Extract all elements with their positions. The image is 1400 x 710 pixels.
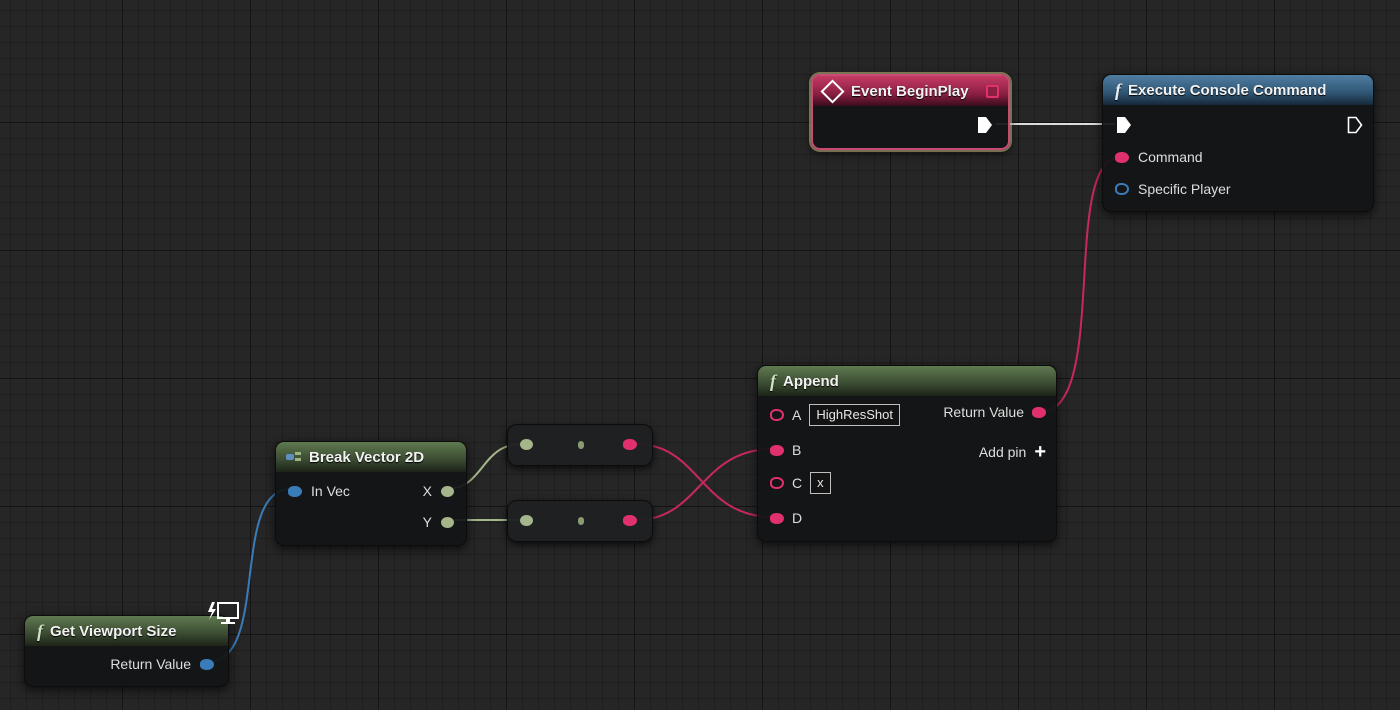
return-value-label: Return Value xyxy=(943,404,1024,420)
function-icon: f xyxy=(37,620,43,641)
d-pin[interactable] xyxy=(770,512,784,524)
return-value-pin[interactable] xyxy=(1032,406,1046,418)
c-pin[interactable] xyxy=(770,477,784,489)
in-vec-pin-row[interactable]: In Vec xyxy=(288,483,350,499)
get-viewport-size-title: Get Viewport Size xyxy=(50,622,177,640)
function-icon: f xyxy=(770,370,776,391)
delegate-pin[interactable] xyxy=(986,85,999,98)
append-header[interactable]: f Append xyxy=(758,366,1056,396)
return-value-label: Return Value xyxy=(110,656,191,672)
event-begin-play-header[interactable]: Event BeginPlay xyxy=(813,76,1008,106)
add-pin-button[interactable]: Add pin + xyxy=(978,441,1046,463)
float-to-string-converter-node[interactable] xyxy=(507,424,653,466)
return-value-pin-row[interactable]: Return Value xyxy=(110,656,214,672)
converter-dot-icon xyxy=(578,517,584,525)
command-pin-row[interactable]: Command xyxy=(1115,149,1203,165)
converter-output-pin[interactable] xyxy=(623,515,637,526)
append-node[interactable]: f Append A HighResShot B C x D Return Va… xyxy=(757,365,1057,542)
a-pin-row[interactable]: A HighResShot xyxy=(770,404,900,426)
b-pin-row[interactable]: B xyxy=(770,442,801,458)
x-pin[interactable] xyxy=(441,485,454,497)
execute-console-command-title: Execute Console Command xyxy=(1128,81,1327,99)
break-struct-icon xyxy=(286,452,302,462)
return-value-pin-row[interactable]: Return Value xyxy=(943,404,1046,420)
break-vector-2d-node[interactable]: Break Vector 2D In Vec X Y xyxy=(275,441,467,546)
converter-input-pin[interactable] xyxy=(520,439,533,450)
y-pin[interactable] xyxy=(441,516,454,528)
y-pin-row[interactable]: Y xyxy=(423,514,454,530)
converter-input-pin[interactable] xyxy=(520,515,533,526)
c-label: C xyxy=(792,475,803,491)
c-pin-row[interactable]: C x xyxy=(770,472,831,494)
return-value-pin[interactable] xyxy=(200,658,214,670)
append-title: Append xyxy=(783,372,839,390)
converter-output-pin[interactable] xyxy=(623,439,637,450)
d-pin-row[interactable]: D xyxy=(770,510,802,526)
event-begin-play-title: Event BeginPlay xyxy=(851,82,969,100)
y-string-wire xyxy=(635,448,774,521)
execute-console-command-header[interactable]: f Execute Console Command xyxy=(1103,75,1373,105)
a-pin[interactable] xyxy=(770,409,784,421)
event-begin-play-node[interactable]: Event BeginPlay xyxy=(811,74,1010,150)
command-label: Command xyxy=(1138,149,1203,165)
x-label: X xyxy=(422,483,432,499)
in-vec-label: In Vec xyxy=(311,483,350,499)
c-value-input[interactable]: x xyxy=(810,472,831,494)
exec-out-pin[interactable] xyxy=(1347,116,1363,139)
execute-console-command-node[interactable]: f Execute Console Command Command Specif… xyxy=(1102,74,1374,212)
specific-player-pin[interactable] xyxy=(1115,183,1129,195)
event-diamond-icon xyxy=(820,78,845,104)
x-string-wire xyxy=(635,443,774,518)
specific-player-pin-row[interactable]: Specific Player xyxy=(1115,181,1231,197)
d-label: D xyxy=(792,510,803,526)
break-vector-2d-header[interactable]: Break Vector 2D xyxy=(276,442,466,472)
break-vector-2d-title: Break Vector 2D xyxy=(309,448,425,466)
specific-player-label: Specific Player xyxy=(1138,181,1231,197)
a-label: A xyxy=(792,407,802,423)
function-icon: f xyxy=(1115,79,1121,100)
exec-out-pin[interactable] xyxy=(977,116,993,139)
b-label: B xyxy=(792,442,802,458)
converter-dot-icon xyxy=(578,441,584,449)
b-pin[interactable] xyxy=(770,444,784,456)
client-only-monitor-icon xyxy=(205,600,241,635)
float-to-string-converter-node[interactable] xyxy=(507,500,653,542)
exec-in-pin[interactable] xyxy=(1116,116,1132,139)
a-value-input[interactable]: HighResShot xyxy=(809,404,900,426)
command-wire xyxy=(1039,156,1121,413)
get-viewport-size-header[interactable]: f Get Viewport Size xyxy=(25,616,228,646)
command-pin[interactable] xyxy=(1115,151,1129,163)
get-viewport-size-node[interactable]: f Get Viewport Size Return Value xyxy=(24,615,229,687)
in-vec-pin[interactable] xyxy=(288,485,302,497)
add-pin-label: Add pin xyxy=(978,444,1027,460)
plus-icon: + xyxy=(1034,441,1046,463)
x-pin-row[interactable]: X xyxy=(423,483,454,499)
y-label: Y xyxy=(422,514,432,530)
